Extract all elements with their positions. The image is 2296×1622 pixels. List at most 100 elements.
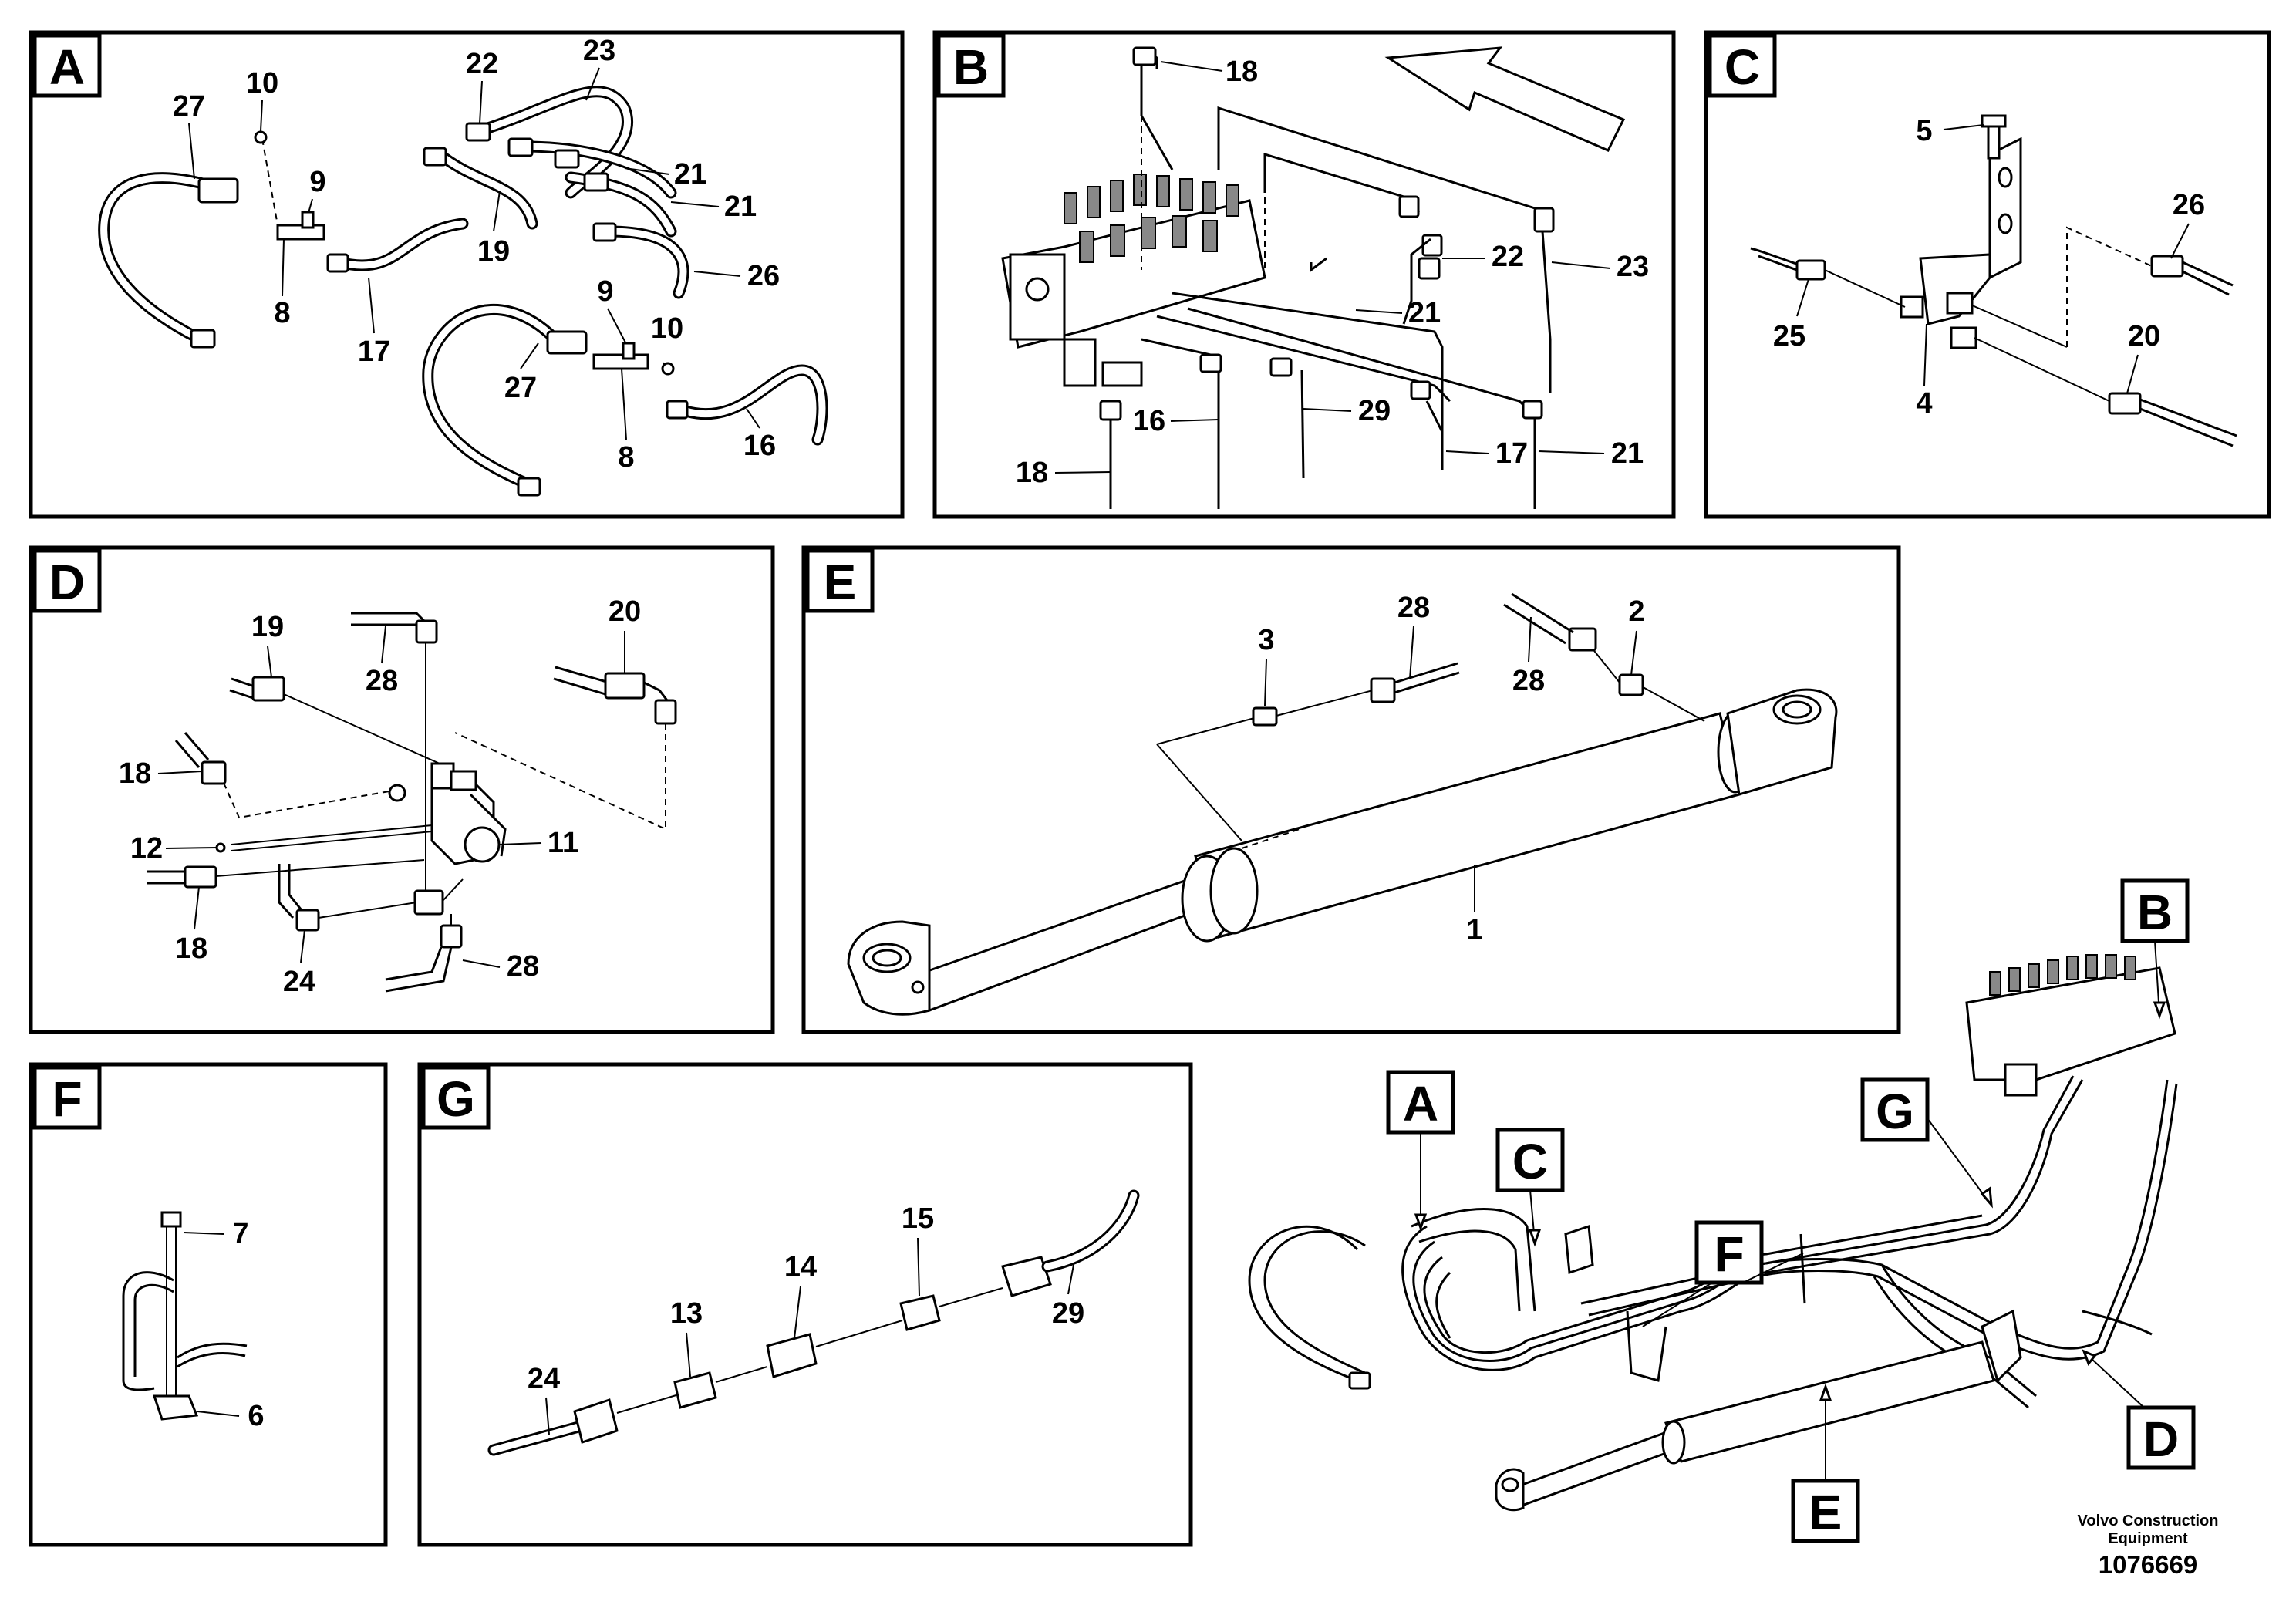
- hose-16: [666, 364, 828, 446]
- panel-a-tag-box: [32, 33, 102, 98]
- callout-g-13: 13: [670, 1297, 703, 1330]
- callout-f-6: 6: [248, 1400, 264, 1432]
- hoses-d: [147, 612, 677, 993]
- panel-b: B: [932, 30, 1676, 519]
- panel-f-tag-box: [32, 1065, 102, 1130]
- panel-c: C 5 26: [1704, 30, 2271, 519]
- overview-tag-a: A: [1403, 1076, 1438, 1131]
- nut-10-lower: [661, 362, 675, 376]
- pipe-clamp-f: [122, 1211, 248, 1421]
- overview-tag-a-box: [1386, 1070, 1455, 1135]
- callout-c-5: 5: [1916, 115, 1932, 147]
- callout-a-9: 9: [309, 166, 325, 198]
- overview-cylinder: [1495, 1340, 1995, 1512]
- hose-27-upper: [98, 172, 239, 349]
- callout-e-28-right: 28: [1512, 665, 1545, 697]
- callout-d-18-bottom: 18: [175, 932, 207, 965]
- callout-e-28-left: 28: [1397, 592, 1430, 624]
- overview-tag-g: G: [1876, 1084, 1914, 1139]
- callout-b-21-mid: 21: [1408, 297, 1441, 329]
- callout-d-18-top: 18: [119, 757, 151, 790]
- callout-a-8: 8: [274, 297, 290, 329]
- callout-d-20: 20: [609, 595, 641, 628]
- fittings-e: [1156, 592, 1705, 849]
- callout-a-27-lower: 27: [504, 372, 537, 404]
- panel-a: A: [29, 30, 905, 519]
- nut-10-upper: [254, 130, 268, 144]
- hose-17: [326, 218, 469, 273]
- callout-c-26: 26: [2173, 189, 2205, 221]
- callout-a-16: 16: [743, 430, 776, 462]
- callout-b-17: 17: [1495, 437, 1528, 470]
- callout-a-27: 27: [173, 90, 205, 123]
- overview-tag-f-box: [1694, 1220, 1764, 1285]
- panel-b-frame: [932, 30, 1676, 519]
- overview-tag-f: F: [1714, 1226, 1744, 1282]
- valve-block-11: [430, 762, 507, 865]
- panel-g-tag-box: [421, 1065, 491, 1130]
- callout-a-10: 10: [246, 67, 278, 99]
- overview-tag-e: E: [1809, 1485, 1843, 1540]
- callout-d-28-bottom: 28: [507, 950, 539, 983]
- hoses-21-22-23: [465, 86, 677, 238]
- callout-g-24: 24: [528, 1363, 560, 1395]
- hose-27-lower: [422, 303, 588, 497]
- callout-a-21-second: 21: [724, 191, 757, 223]
- callout-e-1: 1: [1466, 914, 1482, 946]
- callout-e-2: 2: [1628, 595, 1644, 628]
- panel-d-frame: [29, 545, 775, 1034]
- overview-tag-b-box: [2120, 878, 2190, 943]
- panel-c-tag-box: [1708, 33, 1777, 98]
- panel-e-tag-box: [805, 548, 875, 613]
- callout-a-21-first: 21: [674, 158, 706, 191]
- callout-a-26: 26: [747, 260, 780, 292]
- callout-a-10-lower: 10: [651, 312, 683, 345]
- panel-a-frame: [29, 30, 905, 519]
- panel-d-tag: D: [49, 555, 85, 610]
- callout-g-15: 15: [902, 1202, 934, 1235]
- clamp-8-9-lower: [592, 342, 649, 370]
- callout-d-11: 11: [548, 827, 578, 859]
- callout-d-19: 19: [251, 611, 284, 643]
- callout-d-12: 12: [130, 832, 163, 865]
- panel-a-tag: A: [49, 39, 85, 95]
- callout-c-25: 25: [1773, 320, 1805, 352]
- bracket-4-5: [1900, 114, 2022, 349]
- panel-e: E: [801, 545, 1901, 1034]
- panel-e-tag: E: [824, 555, 857, 610]
- hoses-c: [1750, 226, 2237, 447]
- overview-tag-b: B: [2137, 885, 2173, 940]
- overview-clamps: [1564, 1224, 2022, 1383]
- overview-tag-g-box: [1860, 1077, 1930, 1142]
- flow-direction-arrow-icon: [1384, 46, 1626, 152]
- hydraulic-cylinder-1: [847, 688, 1838, 1016]
- callout-e-3: 3: [1258, 624, 1274, 656]
- overview-tag-d-box: [2126, 1405, 2196, 1470]
- panel-f-tag: F: [52, 1071, 82, 1127]
- panel-b-tag-box: [936, 33, 1006, 98]
- callout-a-19: 19: [477, 235, 510, 268]
- control-valve-block: [1001, 174, 1266, 387]
- panel-f-frame: [29, 1062, 388, 1547]
- panel-d-tag-box: [32, 548, 102, 613]
- panel-c-frame: [1704, 30, 2271, 519]
- fitting-assembly-g: [487, 1189, 1140, 1456]
- callout-a-23: 23: [583, 35, 615, 67]
- overview-tag-c: C: [1512, 1134, 1548, 1189]
- callout-a-22: 22: [466, 48, 498, 80]
- panel-g-frame: [417, 1062, 1193, 1547]
- machine-overview: A C F B G D E: [1248, 878, 2196, 1543]
- callout-b-29: 29: [1358, 395, 1391, 427]
- panel-c-tag: C: [1725, 39, 1760, 95]
- callout-a-9-lower: 9: [597, 275, 613, 308]
- callout-a-17: 17: [358, 336, 390, 368]
- brand-line-1: Volvo Construction: [2078, 1512, 2219, 1529]
- callout-c-20: 20: [2128, 320, 2160, 352]
- hose-lines-b: [1099, 46, 1555, 509]
- callout-d-28-top: 28: [366, 665, 398, 697]
- callout-b-21-bottom: 21: [1611, 437, 1644, 470]
- document-number: 1076669: [2099, 1550, 2197, 1579]
- callout-f-7: 7: [232, 1218, 248, 1250]
- panel-b-tag: B: [953, 39, 989, 95]
- panel-e-frame: [801, 545, 1901, 1034]
